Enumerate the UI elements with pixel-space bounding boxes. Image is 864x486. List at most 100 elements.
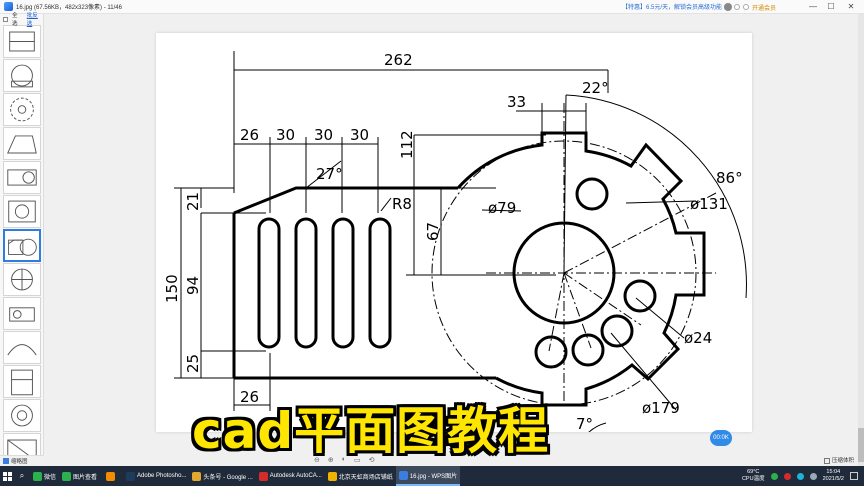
thumbnail-item[interactable] [3, 195, 41, 228]
thumbnail-item[interactable] [3, 331, 41, 364]
taskbar-app[interactable]: 北京天虹商场店铺纸 [325, 466, 396, 486]
promo-link[interactable]: 【特惠】6.5元/天，解锁会员高级功能 » [622, 5, 728, 11]
image-viewer[interactable]: 262 33 22° 26 30 30 30 112 27° 86° 21 R8… [44, 14, 864, 466]
angle-arcs [563, 94, 747, 432]
taskbar-app[interactable]: Adobe Photosho... [123, 466, 189, 486]
user-avatar-icon[interactable] [724, 3, 732, 11]
notification-icon[interactable] [850, 472, 858, 480]
sidebar-toolbar: 全选 批反选 [0, 13, 43, 27]
search-icon[interactable]: ⌕ [19, 471, 25, 480]
scrollbar-thumb[interactable] [858, 428, 864, 462]
taskbar-app-label: 头条号 - Google ... [203, 474, 253, 481]
thumbnail-image [9, 31, 35, 52]
thumbnail-item[interactable] [3, 161, 41, 194]
select-all-checkbox[interactable] [3, 16, 8, 22]
wechat-tray-icon[interactable] [770, 472, 778, 480]
title-bar: 16.jpg (67.56KB，482x323像素) - 11/46 【特惠】6… [0, 0, 864, 14]
dim-22deg: 22° [582, 79, 609, 97]
dim-30-c: 30 [350, 126, 369, 144]
app-icon [4, 2, 13, 11]
app-icon [126, 471, 136, 481]
message-icon[interactable] [743, 4, 749, 10]
taskbar-app[interactable] [100, 466, 123, 486]
close-button[interactable]: ✕ [847, 2, 855, 11]
app-icon [62, 471, 72, 481]
viewer-tool-button[interactable]: ⊖ [314, 457, 320, 464]
compress-checkbox[interactable] [823, 457, 830, 464]
dim-phi131: ø131 [690, 195, 728, 213]
dim-150: 150 [163, 274, 181, 303]
part-outline [232, 131, 706, 407]
thumbnail-item[interactable] [3, 93, 41, 126]
clock[interactable]: 15:04 2021/5/2 [823, 469, 844, 483]
vip-link[interactable]: 开通会员 [752, 6, 777, 12]
center-lines [431, 103, 717, 406]
thumbnail-view-label[interactable]: 缩略图 [11, 459, 28, 465]
video-caption: cad平面图教程 [192, 402, 550, 460]
volume-icon[interactable] [809, 472, 817, 480]
thumbnail-image [8, 238, 37, 256]
start-button[interactable] [0, 466, 14, 486]
dim-26-bottom: 26 [240, 388, 259, 406]
dim-25: 25 [184, 354, 202, 373]
taskbar-app[interactable]: 头条号 - Google ... [189, 466, 255, 486]
app-icon [327, 471, 337, 481]
thumbnail-item[interactable] [3, 229, 41, 262]
compress-label: 压缩体积 [831, 458, 854, 464]
thumbnail-item[interactable] [3, 59, 41, 92]
viewer-tool-button[interactable]: ⟲ [368, 457, 375, 464]
taskbar-app-label: Autodesk AutoCA... [269, 473, 322, 479]
thumbnail-view-icon[interactable] [3, 458, 9, 464]
select-all-label[interactable]: 全选 [11, 13, 18, 27]
viewer-tool-button[interactable]: ◐ [341, 456, 346, 463]
app-icon [258, 471, 268, 481]
clock-time: 15:04 [826, 469, 841, 475]
maximize-button[interactable]: ☐ [827, 2, 835, 11]
viewer-tool-button[interactable]: ▭ [353, 457, 361, 464]
taskbar-app[interactable]: Autodesk AutoCA... [256, 466, 325, 486]
taskbar-app[interactable]: 16.jpg - WPS图片 [395, 466, 461, 486]
cpu-temp-value: 69°C [747, 469, 760, 475]
network-icon[interactable] [796, 472, 804, 480]
thumbnail-item[interactable] [3, 297, 41, 330]
thumbnail-image [8, 200, 36, 223]
dimension-labels: 262 33 22° 26 30 30 30 112 27° 86° 21 R8… [163, 51, 743, 432]
dim-27deg: 27° [316, 165, 343, 183]
thumbnail-list [0, 25, 43, 466]
invert-selection-link[interactable]: 批反选 [26, 13, 38, 27]
thumbnail-item[interactable] [3, 399, 41, 432]
taskbar: ⌕ 微信 图片查看 Adobe Photosho... 头条号 - Google ..… [0, 466, 864, 486]
thumbnail-image [11, 369, 33, 396]
vertical-scrollbar[interactable] [858, 14, 864, 466]
thumbnail-image [11, 268, 33, 291]
antivirus-tray-icon[interactable] [783, 472, 791, 480]
dim-phi24: ø24 [684, 329, 712, 347]
taskbar-app-label: 16.jpg - WPS图片 [409, 473, 458, 480]
app-icon [33, 471, 42, 481]
thumbnail-item[interactable] [3, 127, 41, 160]
cpu-temp[interactable]: 69°C CPU温度 [742, 469, 765, 483]
thumbnail-item[interactable] [3, 263, 41, 296]
dim-33: 33 [507, 93, 526, 111]
system-tray: 69°C CPU温度 15:04 2021/5/2 [742, 466, 858, 486]
thumbnail-image [11, 404, 33, 427]
thumbnail-item[interactable] [3, 365, 41, 398]
skin-icon[interactable] [734, 4, 740, 10]
app-icon [398, 470, 408, 480]
compress-option[interactable]: 压缩体积 [823, 456, 854, 464]
dim-30-b: 30 [314, 126, 333, 144]
thumbnail-image [7, 169, 37, 186]
zoom-badge[interactable]: 00:0K [710, 430, 732, 446]
taskbar-app-label: 北京天虹商场店铺纸 [338, 474, 393, 481]
app-icon [192, 471, 202, 481]
dim-phi79: ø79 [488, 199, 516, 217]
taskbar-app-label: 图片查看 [73, 474, 98, 481]
thumbnail-image [10, 97, 34, 122]
taskbar-app[interactable]: 图片查看 [59, 466, 100, 486]
viewer-tool-button[interactable]: ⊕ [327, 457, 334, 464]
taskbar-app[interactable]: 微信 [30, 466, 59, 486]
clock-date: 2021/5/2 [822, 476, 844, 482]
thumbnail-item[interactable] [3, 25, 41, 58]
minimize-button[interactable]: — [809, 2, 817, 11]
